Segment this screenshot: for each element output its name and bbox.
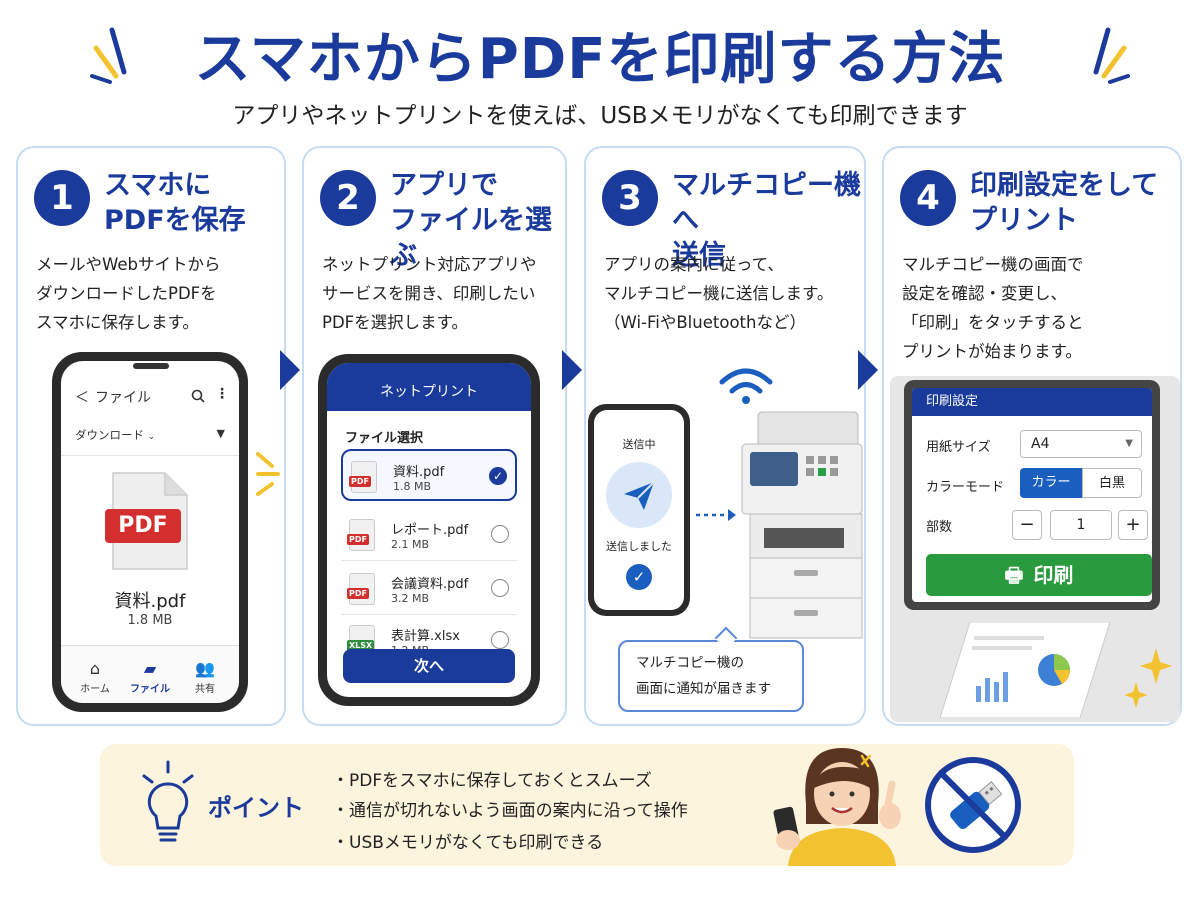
step-title: マルチコピー機へ 送信: [672, 170, 861, 271]
file-row[interactable]: PDF レポート.pdf 2.1 MB: [341, 509, 517, 561]
woman-with-phone-illustration: [773, 748, 901, 866]
send-plane-icon: [606, 462, 672, 528]
step-number: 3: [602, 170, 658, 226]
sort-dropdown-icon[interactable]: ▼: [216, 427, 225, 440]
copies-value[interactable]: 1: [1050, 510, 1112, 540]
spark-left-icon: [90, 27, 127, 84]
tab-files[interactable]: ▰ファイル: [120, 659, 180, 695]
step-number: 4: [900, 170, 956, 226]
step-arrow-icon: [858, 350, 878, 390]
phone-mockup: 送信中 送信しました ✓: [588, 404, 690, 616]
page-title: スマホからPDFを印刷する方法: [194, 27, 1006, 92]
wifi-icon: [719, 368, 773, 404]
tip-title: ポイント: [208, 794, 304, 822]
step-title: 印刷設定をして プリント: [970, 170, 1159, 236]
folder-dropdown[interactable]: ダウンロード ⌄ ▼: [75, 427, 225, 442]
pdf-file-icon: PDF: [347, 519, 375, 551]
tab-share[interactable]: 👥共有: [175, 659, 235, 695]
section-label: ファイル選択: [345, 431, 424, 446]
tip-item: ・USBメモリがなくても印刷できる: [332, 833, 604, 853]
home-icon: ⌂: [89, 659, 101, 678]
printed-paper-icon: [940, 622, 1110, 718]
pdf-badge: PDF: [105, 509, 181, 543]
more-vertical-icon[interactable]: ⋮: [215, 386, 229, 402]
spark-right-icon: [1093, 27, 1130, 84]
radio-button[interactable]: [491, 579, 509, 597]
notification-bubble: マルチコピー機の 画面に通知が届きます: [618, 640, 804, 712]
pdf-file-icon: PDF: [349, 461, 377, 493]
copier-machine-icon: [741, 411, 863, 639]
step-title: スマホに PDFを保存: [104, 170, 246, 236]
step-card-2: 2 アプリで ファイルを選ぶ ネットプリント対応アプリや サービスを開き、印刷し…: [302, 146, 567, 726]
step-description: アプリの案内に従って、 マルチコピー機に送信します。 （Wi-FiやBlueto…: [604, 255, 834, 332]
radio-button[interactable]: [491, 525, 509, 543]
step-arrow-icon: [562, 350, 582, 390]
tip-item: ・PDFをスマホに保存しておくとスムーズ: [332, 771, 652, 791]
file-name: 資料.pdf: [114, 591, 186, 612]
phone-mockup: ネットプリント ファイル選択 PDF 資料.pdf 1.8 MB ✓ PDF レ…: [318, 354, 540, 706]
control-panel: 印刷設定 用紙サイズ A4 ▼ カラーモード カラー 白黒 部数 − 1 + 🖶…: [904, 380, 1160, 610]
tip-box: ポイント ・PDFをスマホに保存しておくとスムーズ ・通信が切れないよう画面の案…: [100, 744, 1074, 866]
step-description: ネットプリント対応アプリや サービスを開き、印刷したい PDFを選択します。: [322, 255, 537, 332]
folder-icon: ▰: [143, 659, 157, 678]
chevron-left-icon[interactable]: ＜: [75, 390, 89, 406]
step-card-1: 1 スマホに PDFを保存 メールやWebサイトから ダウンロードしたPDFを …: [16, 146, 286, 726]
phone-mockup: ＜ ファイル ⋮ ダウンロード ⌄ ▼ PDF 資料.pdf 1.8 MB ⌂ホ…: [52, 352, 248, 712]
search-icon[interactable]: [191, 389, 205, 403]
check-icon[interactable]: ✓: [489, 467, 507, 485]
tip-item: ・通信が切れないよう画面の案内に沿って操作: [332, 801, 688, 821]
pdf-file-icon: PDF: [347, 573, 375, 605]
step-arrow-icon: [280, 350, 300, 390]
paper-size-select[interactable]: A4 ▼: [1020, 430, 1142, 458]
step-card-4: 4 印刷設定をして プリント マルチコピー機の画面で 設定を確認・変更し、 「印…: [882, 146, 1182, 726]
step-title: アプリで ファイルを選ぶ: [390, 170, 552, 271]
color-mode-color-button[interactable]: カラー: [1020, 468, 1082, 498]
people-icon: 👥: [195, 659, 215, 678]
transfer-arrow-icon: [696, 509, 736, 521]
chevron-down-icon: ▼: [1125, 438, 1133, 449]
step-description: メールやWebサイトから ダウンロードしたPDFを スマホに保存します。: [36, 255, 221, 332]
print-button[interactable]: 🖶印刷: [926, 554, 1152, 596]
step-card-3: 3 マルチコピー機へ 送信 アプリの案内に従って、 マルチコピー機に送信します。…: [584, 146, 866, 726]
phone-screen-title: ファイル: [95, 390, 151, 406]
color-mode-label: カラーモード: [926, 480, 1005, 495]
sparkle-icon: [1124, 648, 1172, 708]
attention-lines-icon: [256, 452, 280, 496]
copies-label: 部数: [926, 520, 953, 535]
tab-bar: ⌂ホーム ▰ファイル 👥共有: [61, 645, 239, 703]
step-description: マルチコピー機の画面で 設定を確認・変更し、 「印刷」をタッチすると プリントが…: [902, 255, 1084, 361]
copies-increment-button[interactable]: +: [1118, 510, 1148, 540]
app-header: ネットプリント: [327, 363, 531, 411]
step-number: 2: [320, 170, 376, 226]
panel-header: 印刷設定: [912, 388, 1152, 416]
no-usb-icon: [925, 757, 1021, 853]
printer-icon: 🖶: [1004, 563, 1024, 587]
radio-button[interactable]: [491, 631, 509, 649]
next-button[interactable]: 次へ: [343, 649, 515, 683]
sending-status: 送信中: [622, 438, 656, 451]
file-size: 1.8 MB: [127, 613, 173, 628]
step-number: 1: [34, 170, 90, 226]
tab-home[interactable]: ⌂ホーム: [65, 659, 125, 695]
sent-status: 送信しました: [606, 540, 672, 553]
copies-decrement-button[interactable]: −: [1012, 510, 1042, 540]
chevron-down-icon: ⌄: [147, 432, 156, 442]
check-circle-icon: ✓: [626, 564, 652, 590]
color-mode-bw-button[interactable]: 白黒: [1082, 468, 1142, 498]
page-subtitle: アプリやネットプリントを使えば、USBメモリがなくても印刷できます: [232, 103, 968, 129]
file-row[interactable]: PDF 会議資料.pdf 3.2 MB: [341, 563, 517, 615]
lightbulb-icon: [142, 760, 194, 842]
paper-size-label: 用紙サイズ: [926, 440, 991, 455]
file-row[interactable]: PDF 資料.pdf 1.8 MB ✓: [341, 449, 517, 501]
